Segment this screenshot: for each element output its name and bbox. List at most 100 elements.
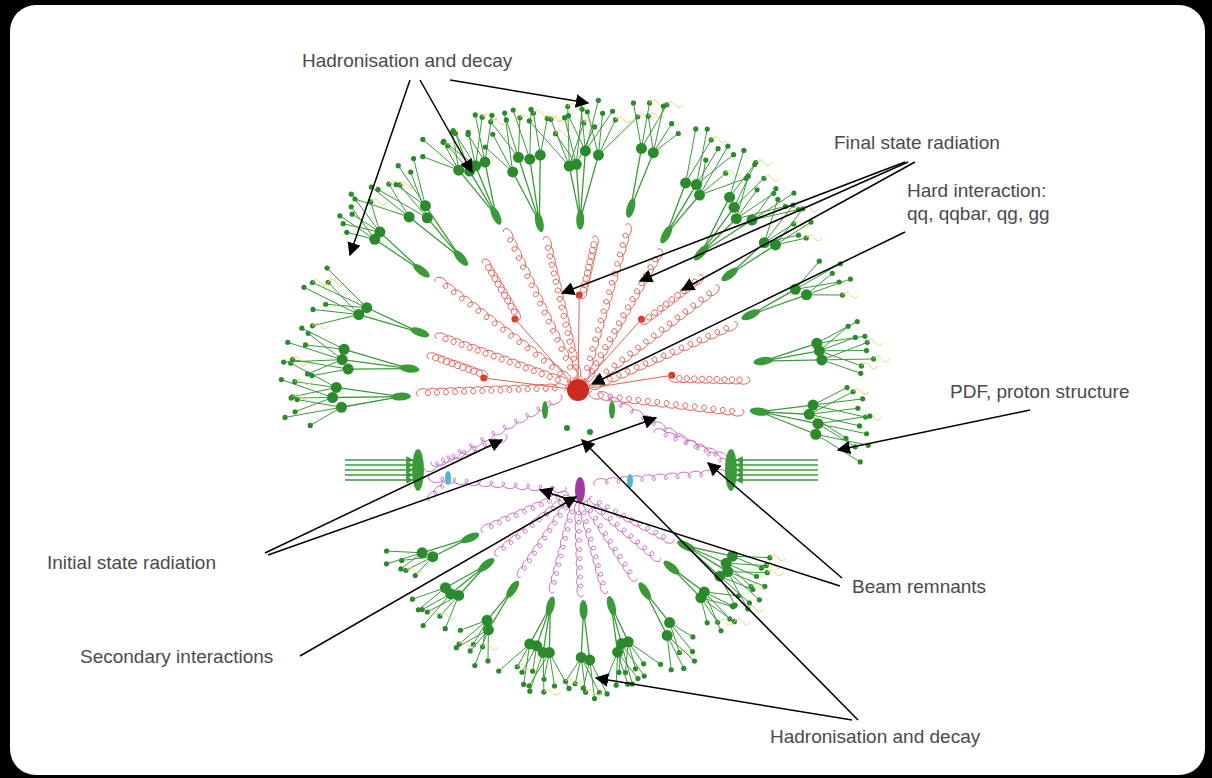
decay-product [483, 145, 488, 150]
leader-line [300, 497, 576, 656]
decay-product [752, 162, 757, 167]
hadron [694, 190, 705, 201]
decay-product [858, 459, 863, 464]
photon-line [767, 570, 783, 576]
decay-product [855, 319, 860, 324]
cluster [399, 363, 420, 373]
photon-line [406, 567, 422, 573]
decay-track [485, 147, 512, 172]
photon-line [517, 664, 533, 670]
leader-line [268, 418, 656, 555]
decay-product [693, 126, 698, 131]
callout-label: Initial state radiation [45, 552, 218, 575]
decay-track [667, 635, 684, 668]
gluon-curl [579, 502, 608, 594]
decay-product [552, 683, 557, 688]
callout-label: Hadronisation and decay [300, 50, 514, 73]
decay-product [676, 131, 681, 136]
decay-track [475, 115, 485, 162]
beam-arrow [345, 464, 413, 466]
leader-line [265, 440, 502, 553]
decay-track [549, 653, 569, 689]
hadron [593, 150, 604, 161]
hadron [695, 592, 706, 603]
callout-label: Beam remnants [850, 576, 988, 599]
beam-arrow [345, 459, 413, 461]
decay-track [414, 159, 426, 206]
photon-line [861, 363, 877, 369]
hadron [664, 617, 675, 628]
hadron-track [518, 157, 539, 222]
decay-product [633, 666, 638, 671]
gluon-curl [654, 429, 727, 460]
leader-line [450, 80, 588, 103]
gluon-curl [549, 501, 577, 593]
hadron [336, 402, 347, 413]
photon-line [874, 356, 890, 362]
decay-track [730, 150, 744, 197]
decay-product [592, 696, 597, 701]
gluon-curl [427, 353, 488, 378]
decay-product [830, 271, 835, 276]
hadron [731, 213, 742, 224]
decay-product [511, 107, 516, 112]
decay-track [398, 166, 425, 206]
decay-track [598, 120, 615, 155]
gluon-curl [503, 229, 577, 379]
hadron [535, 150, 546, 161]
decay-track [700, 178, 747, 195]
gluon-curl [597, 392, 732, 469]
hadron [524, 154, 535, 165]
decay-track [371, 187, 409, 217]
decay-product [614, 683, 619, 688]
decay-product [282, 415, 287, 420]
photon-line [756, 160, 772, 166]
decay-track [728, 572, 765, 587]
cluster [609, 401, 615, 419]
leader-lines [265, 80, 1030, 720]
decay-product [846, 324, 851, 329]
decay-product [669, 121, 674, 126]
decay-track [696, 149, 718, 185]
decay-product [489, 113, 494, 118]
cluster [451, 248, 470, 268]
decay-product [731, 604, 736, 609]
photon-line [806, 235, 822, 241]
decay-track [423, 594, 451, 626]
decay-product [754, 187, 759, 192]
photon-line [533, 110, 549, 116]
leader-line [596, 678, 852, 720]
decay-track [581, 657, 599, 692]
hadron [404, 211, 415, 222]
decay-track [720, 576, 750, 603]
decay-track [818, 424, 855, 447]
beam-arrow [736, 464, 818, 466]
decay-track [295, 397, 333, 411]
beam-arrow [736, 469, 818, 471]
photon-line [726, 170, 742, 176]
hadron [524, 638, 535, 649]
decay-track [700, 146, 728, 195]
decay-track [585, 100, 598, 151]
decay-product [502, 110, 507, 115]
decay-track [506, 120, 518, 157]
decay-product [411, 156, 416, 161]
decay-product [796, 233, 801, 238]
decay-track [822, 342, 867, 360]
decay-track [587, 112, 598, 155]
proton [412, 449, 424, 491]
hadron-track [580, 155, 598, 220]
gluon-curl [482, 259, 520, 320]
gluon-curl [669, 375, 750, 384]
decay-product [635, 676, 640, 681]
decay-product [864, 431, 869, 436]
decay-product [408, 169, 413, 174]
photon-line [734, 619, 750, 625]
photon-line [803, 206, 819, 212]
hadron [804, 409, 815, 420]
hadron [339, 344, 350, 355]
decay-product [592, 124, 597, 129]
decay-product [746, 174, 751, 179]
cluster [504, 579, 522, 600]
decay-product [425, 609, 430, 614]
